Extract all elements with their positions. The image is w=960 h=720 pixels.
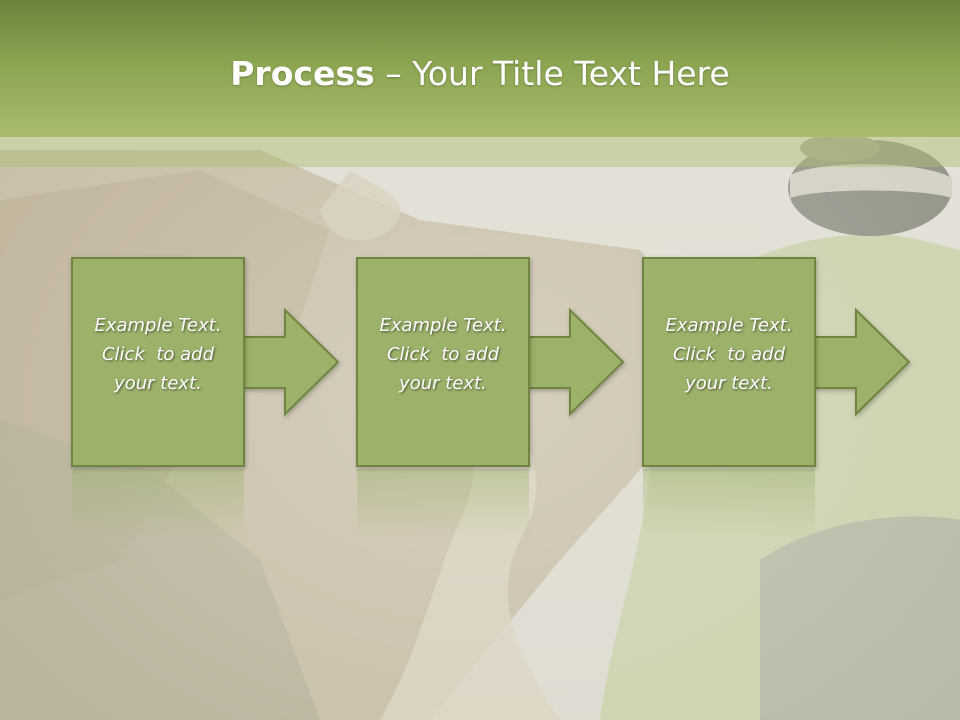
process-step-1[interactable] (71, 257, 340, 539)
step-3-box (642, 257, 816, 467)
step-2-line-3: your text. (399, 373, 487, 394)
step-3-text[interactable]: Example Text. Click to add your text. (643, 311, 815, 398)
step-1-line-1: Example Text. (94, 315, 222, 336)
title-bar-strip (0, 137, 960, 167)
step-3-line-2: Click to add (672, 344, 785, 365)
process-step-2[interactable] (356, 257, 625, 539)
step-3-line-3: your text. (685, 373, 773, 394)
step-2-box (356, 257, 530, 467)
step-2-line-2: Click to add (386, 344, 499, 365)
step-3-line-1: Example Text. (665, 315, 793, 336)
step-2-line-1: Example Text. (379, 315, 507, 336)
title-rest: – Your Title Text Here (374, 54, 730, 93)
step-2-arrow (528, 307, 625, 417)
step-2-text[interactable]: Example Text. Click to add your text. (357, 311, 529, 398)
process-step-3[interactable] (642, 257, 911, 539)
step-1-line-2: Click to add (101, 344, 214, 365)
title-bar (0, 0, 960, 137)
step-1-line-3: your text. (114, 373, 202, 394)
step-1-box (71, 257, 245, 467)
step-2-reflection (357, 469, 529, 539)
step-1-text[interactable]: Example Text. Click to add your text. (72, 311, 244, 398)
slide-title[interactable]: Process – Your Title Text Here (0, 54, 960, 94)
step-1-arrow (243, 307, 340, 417)
step-3-arrow (814, 307, 911, 417)
step-1-reflection (72, 469, 244, 539)
title-bold: Process (230, 54, 375, 93)
step-3-reflection (643, 469, 815, 539)
